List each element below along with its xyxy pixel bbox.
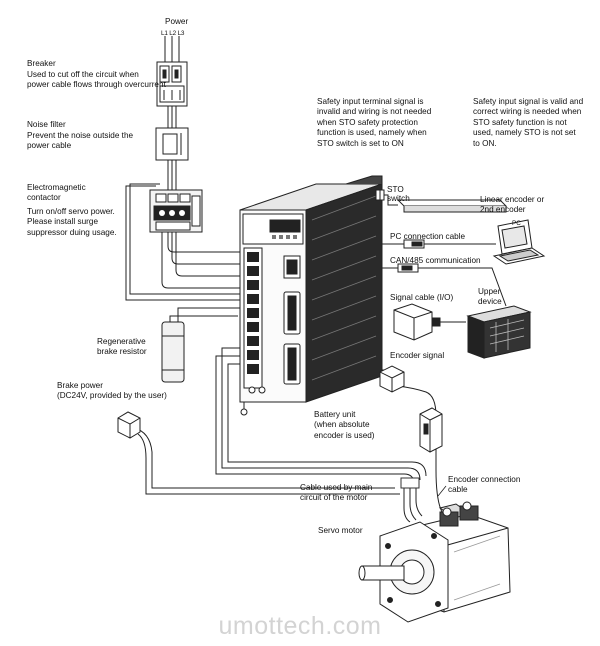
noise-filter-device (155, 127, 189, 161)
watermark: umottech.com (218, 612, 382, 640)
encoder-signal-label: Encoder signal (390, 351, 445, 360)
power-label: Power (165, 17, 189, 26)
linear-encoder-label: Linear encoder or 2nd encoder (480, 195, 545, 215)
servo-motor (358, 501, 511, 623)
motor-main-cables (215, 347, 427, 523)
brake-power-device (117, 411, 141, 439)
signal-cable-label: Signal cable (I/O) (390, 293, 454, 302)
sto-note-right: Safety input signal is valid and correct… (473, 97, 584, 148)
contactor-desc: Turn on/off servo power. Please install … (27, 207, 117, 237)
encoder-connector (379, 365, 405, 393)
breaker-title: Breaker (27, 59, 56, 68)
power-input-wires (164, 36, 180, 62)
servo-motor-label: Servo motor (318, 526, 363, 535)
pc-cable-connector (403, 239, 425, 249)
pc-cable-label: PC connection cable (390, 232, 466, 241)
pointer-lines (437, 485, 447, 497)
control-power-cables (125, 183, 240, 301)
battery-unit-label: Battery unit (when absolute encoder is u… (314, 410, 375, 440)
contactor-device (149, 189, 203, 233)
regen-resistor-device (161, 321, 185, 383)
brake-power-label: Brake power (DC24V, provided by the user… (57, 381, 167, 401)
power-phases-label: L1 L2 L3 (161, 30, 185, 37)
sto-switch-label: STO switch (387, 185, 410, 203)
servo-drive (239, 175, 383, 416)
pc-label: PC (512, 220, 521, 227)
breaker-device (156, 61, 188, 107)
io-connector (393, 303, 441, 341)
can485-label: CAN/485 communication (390, 256, 481, 265)
noise-filter-title: Noise filter (27, 120, 66, 129)
noise-filter-desc: Prevent the noise outside the power cabl… (27, 131, 134, 151)
regen-resistor-cables (169, 307, 240, 322)
sto-note-left: Safety input terminal signal is invalid … (317, 97, 432, 148)
linear-encoder-device (396, 199, 508, 213)
upper-device (466, 305, 532, 359)
can485-connector (397, 263, 419, 273)
laptop-pc (492, 219, 546, 265)
breaker-desc: Used to cut off the circuit when power c… (27, 70, 166, 90)
upper-device-label: Upper device (478, 287, 502, 307)
battery-unit (419, 407, 443, 453)
main-power-cables (161, 106, 240, 289)
contactor-title: Electromagnetic contactor (27, 183, 86, 203)
main-cable-label: Cable used by main circuit of the motor (300, 483, 373, 503)
sto-switch-device (375, 189, 385, 201)
encoder-cable-label: Encoder connection cable (448, 475, 521, 495)
regen-resistor-label: Regenerative brake resistor (97, 337, 147, 357)
